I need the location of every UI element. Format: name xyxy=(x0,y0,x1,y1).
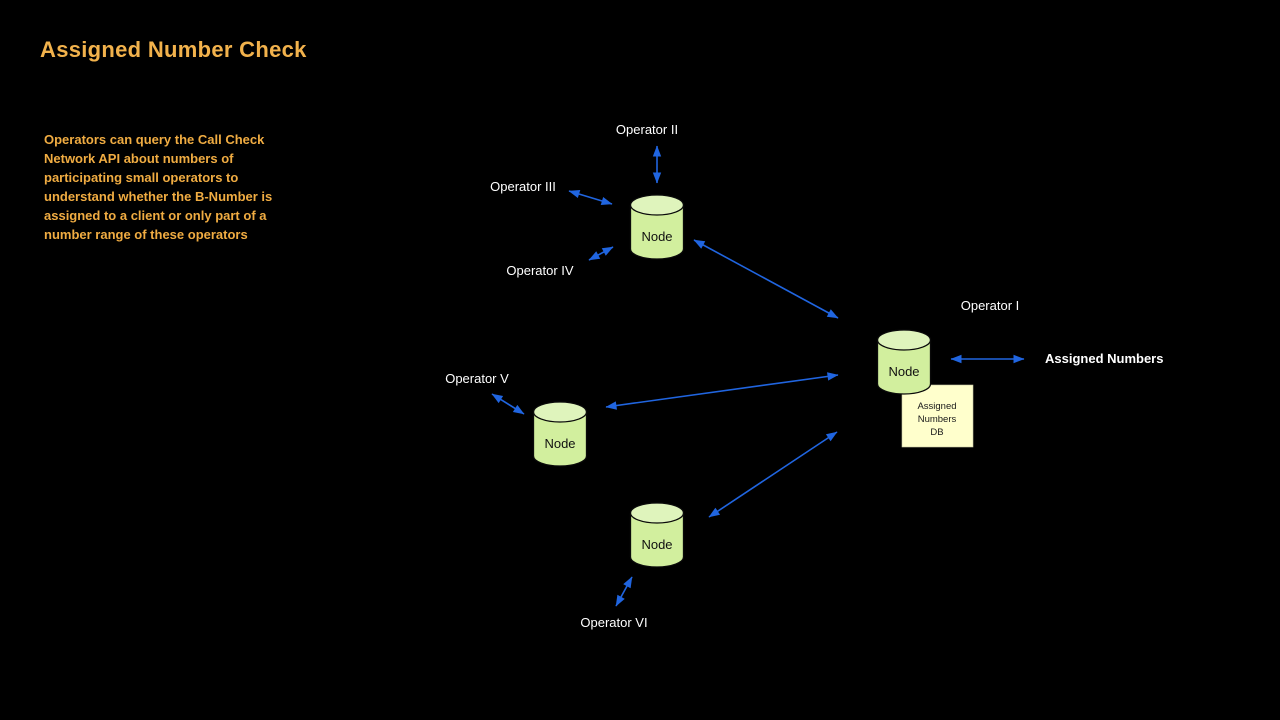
arrow-topnode-node1 xyxy=(693,239,839,319)
node-label: Node xyxy=(641,537,672,552)
arrow-operator5-node xyxy=(491,393,525,415)
db-box-line: Assigned xyxy=(917,401,956,412)
node-label: Node xyxy=(641,229,672,244)
label-operator2: Operator II xyxy=(615,122,679,137)
node-cylinder-operator5: Node xyxy=(532,401,588,467)
description-line: number range of these operators xyxy=(44,227,248,242)
description-line: Operators can query the Call Check xyxy=(44,132,265,147)
arrow-operator6-node xyxy=(615,576,633,607)
description-text: Operators can query the Call Check Netwo… xyxy=(44,130,314,244)
db-box-line: Numbers xyxy=(918,414,957,425)
db-box-line: DB xyxy=(930,427,943,438)
label-operator4: Operator IV xyxy=(506,263,574,278)
page-title: Assigned Number Check xyxy=(40,37,307,62)
description-line: assigned to a client or only part of a xyxy=(44,208,267,223)
label-operator6: Operator VI xyxy=(580,615,648,630)
node-label: Node xyxy=(544,436,575,451)
label-operator3: Operator III xyxy=(490,179,556,194)
description-line: Network API about numbers of xyxy=(44,151,234,166)
arrow-node6-node1 xyxy=(708,431,838,518)
description-line: understand whether the B-Number is xyxy=(44,189,273,204)
node-cylinder-top: Node xyxy=(629,194,685,260)
arrow-operator3-node xyxy=(568,190,613,205)
arrow-node5-node1 xyxy=(605,372,839,410)
assigned-numbers-db-box: Assigned Numbers DB xyxy=(901,384,974,448)
description-line: participating small operators to xyxy=(44,170,239,185)
label-assigned-numbers: Assigned Numbers xyxy=(1045,351,1164,366)
label-operator5: Operator V xyxy=(445,371,509,386)
node-label: Node xyxy=(888,364,919,379)
arrow-operator4-node xyxy=(588,246,614,261)
node-cylinder-operator1: Node xyxy=(876,329,932,395)
node-cylinder-operator6: Node xyxy=(629,502,685,568)
label-operator1: Operator I xyxy=(960,298,1020,313)
